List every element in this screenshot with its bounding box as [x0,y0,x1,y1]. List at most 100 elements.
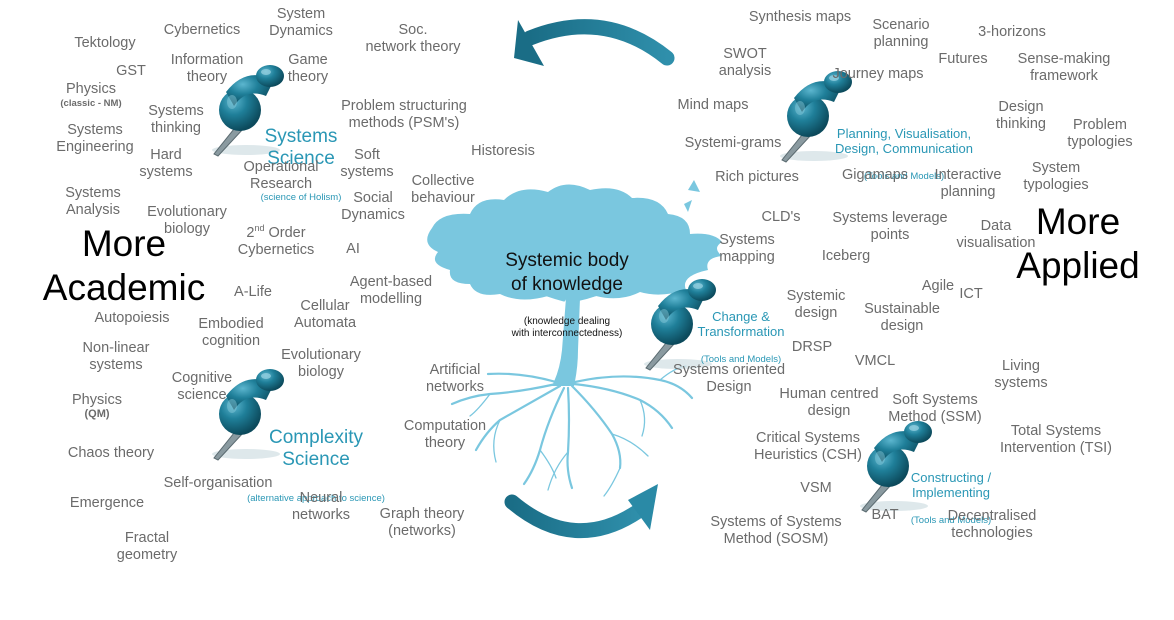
term-label: Systems Engineering [56,122,134,155]
term-label: Systemic design [786,288,846,321]
term-label: Soc. network theory [365,22,461,55]
term-label: AI [346,241,360,257]
term-label: Chaos theory [67,445,155,461]
term-label: ICT [959,286,983,302]
term-label: System Dynamics [269,6,333,39]
term-label: DRSP [791,339,833,355]
hub-name: Systems Science [264,126,338,169]
heading-more-academic: More Academic [42,223,206,308]
term-label: Rich pictures [715,169,799,185]
term-physics-classic: Physics(classic - NM) [60,81,121,109]
term-label: Systemi-grams [684,135,782,151]
term-label: Soft systems [340,147,394,180]
term-label: Information theory [170,52,244,85]
term-label: Design thinking [996,99,1046,132]
term-label: Computation theory [403,418,487,451]
term-label: Game theory [287,52,329,85]
term-label: Non-linear systems [82,340,150,373]
hub-subtitle: (science of Holism) [260,192,342,203]
term-label: Operational Research [243,159,319,192]
hub-planning: Planning, Visualisation, Design, Communi… [835,111,973,197]
term-label: Sense-making framework [1017,51,1111,84]
hub-name: Constructing / Implementing [910,470,992,500]
term-label: GST [116,63,146,79]
center-subtitle: (knowledge dealing with interconnectedne… [511,316,623,339]
term-label: Iceberg [821,248,871,264]
center-title: Systemic body of knowledge [505,250,629,295]
heading-more-applied: More Applied [1016,201,1140,286]
term-physics-qm: Physics(QM) [72,392,122,420]
curved-arrow-icon [504,484,658,539]
hub-subtitle: (Tools and Models) [910,515,992,526]
term-label: Systems leverage points [832,210,948,243]
term-label: Soft Systems Method (SSM) [888,392,982,425]
term-label: Artificial networks [425,362,485,395]
term-label: Mind maps [677,97,749,113]
term-label: VSM [800,480,832,496]
central-label: Systemic body of knowledge (knowledge de… [505,231,629,358]
term-label: Journey maps [832,66,924,82]
term-label: Critical Systems Heuristics (CSH) [754,430,862,463]
term-label: Hard systems [139,147,193,180]
term-superscript: nd [254,223,265,233]
term-label: Living systems [994,358,1048,391]
term-label: Problem structuring methods (PSM's) [341,98,467,131]
term-label: System typologies [1023,160,1089,193]
term-label: Fractal geometry [116,530,178,563]
term-label: Systems Analysis [65,185,121,218]
hub-systems-science: Systems Science (science of Holism) [261,104,342,225]
hub-name: Planning, Visualisation, Design, Communi… [834,126,974,156]
term-label: Systems of Systems Method (SOSM) [710,514,842,547]
term-label: Evolutionary biology [147,204,227,237]
term-label: Autopoiesis [94,310,170,326]
term-label: Emergence [69,495,145,511]
term-label: Futures [938,51,988,67]
term-label: Physics [66,81,116,97]
term-label: BAT [871,507,899,523]
hub-change-transformation: Change & Transformation (Tools and Model… [698,294,785,380]
term-label: Historesis [471,143,535,159]
term-label: Physics [72,392,122,408]
term-label: Cybernetics [163,22,241,38]
term-label: Social Dynamics [341,190,405,223]
term-label: Neural networks [291,490,351,523]
hub-name: Change & Transformation [697,309,785,339]
hub-subtitle: (Tools and Models) [863,171,945,182]
term-label: Total Systems Intervention (TSI) [999,423,1113,456]
term-note: (classic - NM) [60,98,122,109]
term-label: Problem typologies [1067,117,1133,150]
hub-name: Complexity Science [269,427,363,470]
term-label: Synthesis maps [748,9,852,25]
term-second-order-cybernetics: 2nd Order Cybernetics [238,220,315,259]
curved-arrow-icon [514,19,675,66]
term-label: Cognitive science [171,370,233,403]
term-label: CLD's [761,209,801,225]
term-label: Agile [921,278,955,294]
term-label: Human centred design [779,386,879,419]
term-label: VMCL [854,353,896,369]
term-prefix: 2 [246,224,255,241]
term-label: A-Life [234,284,272,300]
term-label: Embodied cognition [198,316,264,349]
term-label: SWOT analysis [718,46,772,79]
term-label: Systems oriented Design [672,362,786,395]
term-label: Agent-based modelling [349,274,433,307]
term-label: Systems thinking [148,103,204,136]
term-label: Tektology [74,35,136,51]
hub-subtitle: (Tools and Models) [700,354,782,365]
term-label: Decentralised technologies [947,508,1037,541]
term-label: Order Cybernetics [237,224,315,258]
term-label: Systems mapping [719,232,775,265]
term-label: 3-horizons [978,24,1046,40]
hub-subtitle: (alternative approach to science) [247,493,385,504]
term-label: Collective behaviour [411,173,475,206]
hub-complexity-science: Complexity Science (alternative approach… [247,405,385,526]
term-label: Cellular Automata [293,298,357,331]
term-label: Interactive planning [934,167,1002,200]
term-label: Data visualisation [956,218,1036,251]
term-label: Evolutionary biology [281,347,361,380]
term-note: (QM) [84,408,110,420]
term-label: Gigamaps [841,167,909,183]
